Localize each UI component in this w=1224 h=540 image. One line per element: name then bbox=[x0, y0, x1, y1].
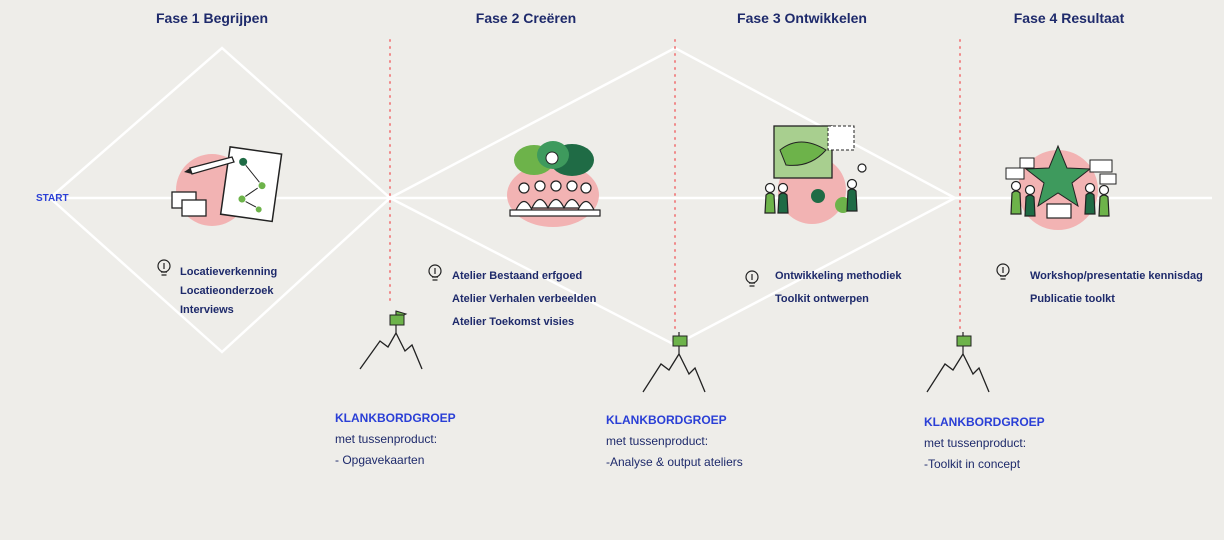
phase-2-activities: Atelier Bestaand erfgoed Atelier Verhale… bbox=[452, 265, 596, 334]
activity-item: Toolkit ontwerpen bbox=[775, 293, 869, 305]
milestone-mountain-1 bbox=[359, 310, 423, 370]
illustration-phase-2 bbox=[507, 141, 601, 227]
illustration-phase-3 bbox=[764, 125, 867, 224]
illustration-phase-1 bbox=[171, 146, 283, 226]
activity-item: Atelier Bestaand erfgoed bbox=[452, 270, 583, 282]
milestone-title: KLANKBORDGROEP bbox=[606, 413, 727, 427]
activity-item: Interviews bbox=[180, 304, 234, 316]
milestone-subtitle: met tussenproduct: bbox=[924, 436, 1027, 450]
phase-3-title: Fase 3 Ontwikkelen bbox=[737, 10, 867, 26]
lightbulb-icon bbox=[428, 264, 442, 281]
lightbulb-icon bbox=[157, 259, 171, 276]
phase-4-title: Fase 4 Resultaat bbox=[1013, 10, 1125, 26]
phase-1-activities: Locatieverkenning Locatieonderzoek Inter… bbox=[180, 262, 277, 321]
illustration-phase-4 bbox=[1005, 144, 1117, 230]
milestone-subtitle: met tussenproduct: bbox=[335, 432, 438, 446]
lightbulb-icon bbox=[745, 270, 759, 287]
activity-item: Locatieverkenning bbox=[180, 266, 278, 278]
milestone-title: KLANKBORDGROEP bbox=[335, 411, 456, 425]
activity-item: Atelier Verhalen verbeelden bbox=[452, 293, 597, 305]
milestone-title: KLANKBORDGROEP bbox=[924, 415, 1045, 429]
activity-item: Publicatie toolkt bbox=[1030, 293, 1115, 305]
activity-item: Ontwikkeling methodiek bbox=[775, 270, 902, 282]
milestone-2-info: KLANKBORDGROEP met tussenproduct: -Analy… bbox=[606, 410, 743, 473]
milestone-1-info: KLANKBORDGROEP met tussenproduct: - Opga… bbox=[335, 408, 456, 471]
lightbulb-icons bbox=[157, 259, 1010, 287]
activity-item: Locatieonderzoek bbox=[180, 285, 274, 297]
phase-4-activities: Workshop/presentatie kennisdag Publicati… bbox=[1030, 265, 1203, 311]
milestone-mountain-2 bbox=[642, 332, 706, 393]
activity-item: Workshop/presentatie kennisdag bbox=[1030, 270, 1203, 282]
milestone-product: -Analyse & output ateliers bbox=[606, 455, 743, 469]
milestone-mountain-3 bbox=[926, 332, 990, 393]
milestone-subtitle: met tussenproduct: bbox=[606, 434, 709, 448]
phase-2-title: Fase 2 Creëren bbox=[475, 10, 577, 26]
phase-dividers bbox=[389, 39, 961, 331]
phase-3-activities: Ontwikkeling methodiek Toolkit ontwerpen bbox=[775, 265, 902, 311]
start-label: START bbox=[36, 193, 69, 204]
milestone-product: -Toolkit in concept bbox=[924, 457, 1021, 471]
milestone-product: - Opgavekaarten bbox=[335, 453, 425, 467]
lightbulb-icon bbox=[996, 263, 1010, 280]
activity-item: Atelier Toekomst visies bbox=[452, 316, 575, 328]
phase-1-title: Fase 1 Begrijpen bbox=[155, 10, 269, 26]
milestone-3-info: KLANKBORDGROEP met tussenproduct: -Toolk… bbox=[924, 412, 1045, 475]
